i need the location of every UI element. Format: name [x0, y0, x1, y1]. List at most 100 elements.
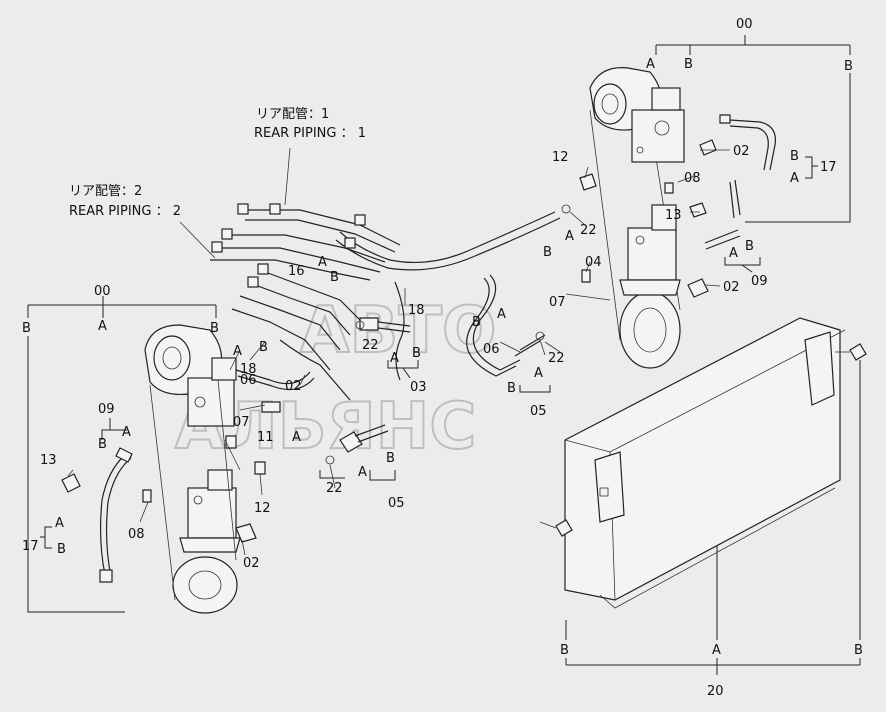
- fitting-12-left: [254, 461, 266, 475]
- callout-16: 16: [288, 264, 305, 279]
- swivel-lower-ring: [619, 291, 681, 369]
- callout-09-left: 09: [98, 402, 115, 417]
- svg-text:B: B: [745, 239, 754, 254]
- fitting-04: [581, 269, 591, 283]
- hose-08-top: [729, 179, 741, 219]
- svg-text:B: B: [507, 381, 516, 396]
- hose-18-center: [394, 281, 405, 381]
- fitting-12-top: [579, 173, 597, 191]
- fitting-05-left: [339, 431, 363, 453]
- svg-text:A: A: [358, 465, 367, 480]
- svg-text:B: B: [684, 57, 693, 72]
- svg-text:B: B: [57, 542, 66, 557]
- valve-block-upper: [631, 109, 685, 163]
- callout-17-left: 17: [22, 539, 39, 554]
- callout-20: 20: [707, 684, 724, 699]
- rear-piping-2-en: REAR PIPING ： 2: [69, 204, 181, 219]
- callout-08-a: 08: [684, 171, 701, 186]
- hose-03-upper: [339, 211, 556, 264]
- callout-00-top: 00: [736, 17, 753, 32]
- fitting-13-left: [61, 473, 81, 493]
- fitting-13-top: [689, 202, 707, 218]
- svg-text:B: B: [472, 315, 481, 330]
- callout-06-b: 06: [240, 373, 257, 388]
- fitting-02-mid: [261, 401, 281, 413]
- svg-text:A: A: [729, 246, 738, 261]
- svg-text:B: B: [854, 643, 863, 658]
- bolt-left: [555, 519, 573, 537]
- svg-text:A: A: [646, 57, 655, 72]
- svg-text:A: A: [534, 366, 543, 381]
- svg-text:A: A: [98, 319, 107, 334]
- fitting-02-top: [699, 139, 717, 156]
- svg-text:B: B: [210, 321, 219, 336]
- bolt-right: [849, 343, 867, 361]
- callout-05-b: 05: [388, 496, 405, 511]
- svg-text:A: A: [565, 229, 574, 244]
- fitting-08-left: [142, 489, 152, 503]
- svg-text:B: B: [543, 245, 552, 260]
- callout-07-a: 07: [549, 295, 566, 310]
- svg-text:B: B: [386, 451, 395, 466]
- hose-06-right: [472, 274, 521, 371]
- callout-05-a: 05: [530, 404, 547, 419]
- svg-text:B: B: [790, 149, 799, 164]
- svg-text:A: A: [390, 351, 399, 366]
- callout-07-b: 07: [233, 415, 250, 430]
- callout-22-a: 22: [580, 223, 597, 238]
- callout-03: 03: [410, 380, 427, 395]
- callout-00-left: 00: [94, 284, 111, 299]
- valve-block-left-upper: [187, 377, 235, 427]
- svg-text:B: B: [22, 321, 31, 336]
- callout-09-right: 09: [751, 274, 768, 289]
- leader-lines: [67, 149, 730, 556]
- callout-02-b: 02: [723, 280, 740, 295]
- callout-13-left: 13: [40, 453, 57, 468]
- callout-22-d: 22: [326, 481, 343, 496]
- hose-17-left: [99, 454, 126, 576]
- svg-text:B: B: [98, 437, 107, 452]
- fitting-02-left: [235, 523, 257, 543]
- svg-text:A: A: [318, 255, 327, 270]
- valve-block-left-lower: [187, 487, 237, 539]
- svg-text:A: A: [122, 425, 131, 440]
- callout-02-a: 02: [733, 144, 750, 159]
- callout-18-a: 18: [408, 303, 425, 318]
- svg-text:A: A: [233, 344, 242, 359]
- rear-piping-bundle: [210, 203, 401, 401]
- svg-text:B: B: [259, 340, 268, 355]
- callout-02-c: 02: [285, 379, 302, 394]
- rear-piping-1-jp: リア配管：1: [256, 107, 329, 122]
- svg-text:A: A: [55, 516, 64, 531]
- callout-numbers: 00 00 20 17 17 09 09 12 12 13 13 02 02 0…: [22, 17, 837, 699]
- svg-text:A: A: [712, 643, 721, 658]
- svg-text:A: A: [790, 171, 799, 186]
- svg-text:B: B: [330, 270, 339, 285]
- hose-17-right: [729, 119, 777, 171]
- callout-13-top: 13: [665, 208, 682, 223]
- fitting-22-mid: [359, 317, 379, 331]
- fitting-02-right: [687, 278, 709, 298]
- svg-text:B: B: [844, 59, 853, 74]
- connection-letters: A B B B A A B A B A B A B A B B A A B B …: [22, 57, 863, 658]
- callout-08-b: 08: [128, 527, 145, 542]
- callout-02-d: 02: [243, 556, 260, 571]
- callout-17-right: 17: [820, 160, 837, 175]
- callout-04: 04: [585, 255, 602, 270]
- rear-piping-2-jp: リア配管：2: [69, 184, 142, 199]
- cover-panel-20: [564, 317, 846, 609]
- callout-06-a: 06: [483, 342, 500, 357]
- callout-12-bottom: 12: [254, 501, 271, 516]
- swivel-left-lower-ring: [172, 556, 238, 614]
- svg-text:B: B: [412, 346, 421, 361]
- callout-11: 11: [257, 430, 274, 445]
- svg-text:A: A: [292, 430, 301, 445]
- hose-09-top: [704, 229, 741, 250]
- callout-18-b: 18: [240, 362, 257, 377]
- rear-piping-1-en: REAR PIPING ： 1: [254, 126, 366, 141]
- callout-12-top: 12: [552, 150, 569, 165]
- callout-22-b: 22: [548, 351, 565, 366]
- valve-block-lower: [627, 227, 677, 281]
